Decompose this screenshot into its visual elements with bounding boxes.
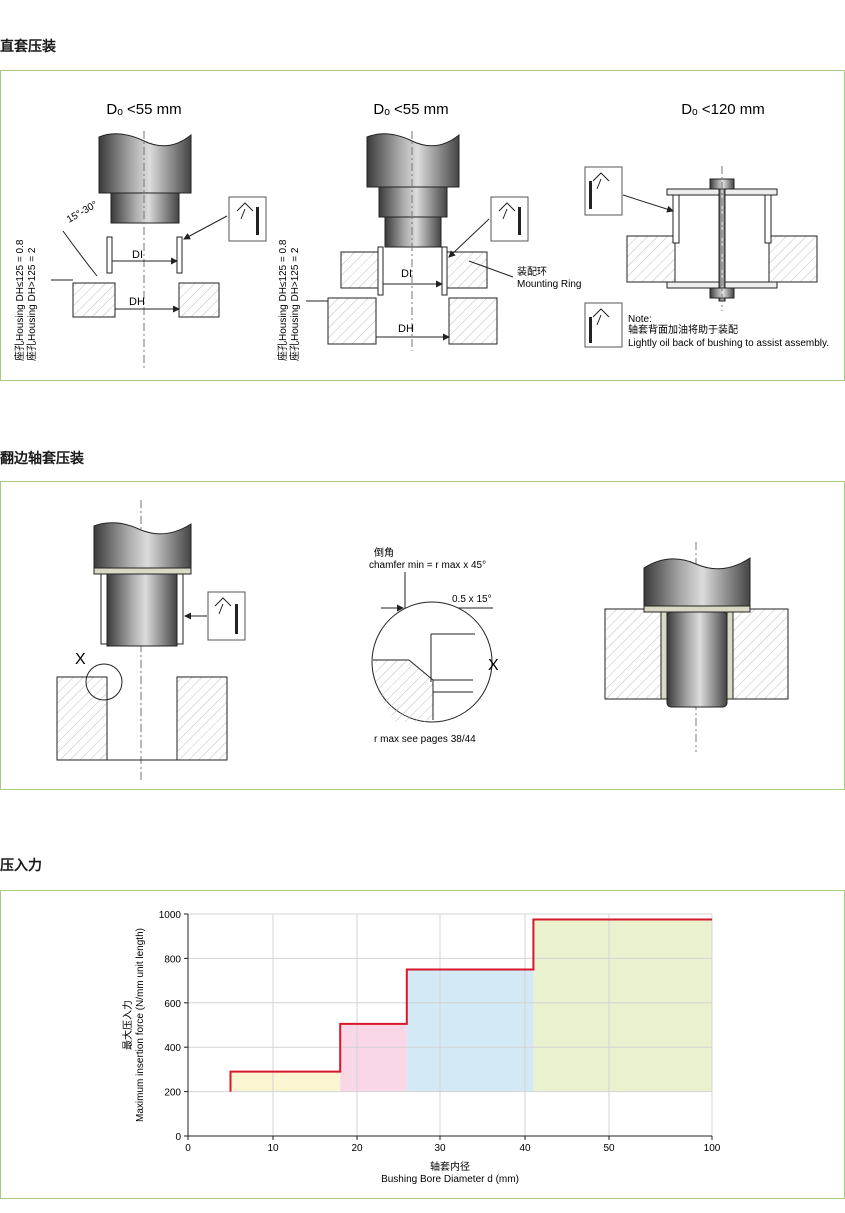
chart-ytick-label-800: 800 — [164, 954, 181, 965]
chart-band-2 — [406, 969, 534, 1092]
fig2-housing: DH — [327, 297, 498, 345]
fig3-arrow — [622, 194, 674, 213]
panel-insertion-force: 0 10 20 30 40 50 100 0 200 400 600 800 1000 轴套内径 Bu… — [0, 890, 845, 1199]
chart-xlabel-cn: 轴套内径 — [430, 1160, 470, 1173]
fig2-housing-line1: 座孔Housing DH≤125 = 0.8 — [276, 239, 289, 361]
fig3-note-cn: 轴套背面加油将助于装配 — [628, 323, 738, 336]
fig2-ring-leader — [468, 260, 514, 278]
fig1-bushing: DI — [106, 236, 183, 274]
fig2-dh-label: DH — [398, 323, 414, 335]
chart-xtick-label-40: 40 — [519, 1143, 531, 1154]
chart-xtick-label-0: 0 — [185, 1143, 191, 1154]
fig2-di-label: DI — [401, 268, 412, 280]
fig1-angle-arc — [62, 230, 98, 277]
flanged-left-oil-icon — [207, 591, 246, 641]
fig1-dh-label: DH — [129, 296, 145, 308]
fig1-press-punch — [98, 133, 192, 224]
chart-band-3 — [533, 919, 712, 1092]
fig1-oil-icon — [228, 196, 267, 242]
chart-xlabel: Bushing Bore Diameter d (mm) — [381, 1174, 519, 1185]
chart-band-1 — [340, 1023, 407, 1092]
flanged-left-detail-circle — [85, 663, 123, 701]
fig2-press-punch — [366, 133, 460, 248]
fig3-note-icon — [584, 302, 623, 348]
flanged-rmax-note: r max see pages 38/44 — [374, 734, 476, 745]
chart-ytick-label-1000: 1000 — [159, 910, 182, 921]
fig2-do-label: Dₒ <55 mm — [373, 101, 448, 118]
flanged-chamfer-cn: 倒角 — [374, 547, 394, 559]
fig3-note-en: Lightly oil back of bushing to assist as… — [628, 338, 829, 349]
straight-bushing-diagram: Dₒ <55 mm DI DH 15°-30° 座孔Housing DH≤125… — [13, 101, 829, 371]
fig2-mounting-ring: DI — [340, 246, 488, 296]
fig3-oil-icon — [584, 166, 623, 216]
chart-ytick-label-0: 0 — [175, 1132, 181, 1143]
fig3-note-title: Note: — [628, 314, 652, 325]
flanged-chamfer-en: chamfer min = r max x 45° — [369, 560, 486, 571]
chart-band-0 — [230, 1071, 341, 1092]
section-title-force: 压入力 — [0, 858, 42, 874]
fig2-ring-cn: 装配环 — [517, 265, 547, 278]
chart-xtick-label-10: 10 — [267, 1143, 279, 1154]
fig1-do-label: Dₒ <55 mm — [106, 101, 181, 118]
fig2-ring-en: Mounting Ring — [517, 279, 581, 290]
insertion-force-chart: 0 10 20 30 40 50 100 0 200 400 600 800 1000 轴套内径 Bu… — [121, 910, 721, 1185]
flanged-bushing-diagram: X 倒角 chamfer min = r max x 45° 0.5 x 15°… — [56, 500, 789, 782]
panel-straight-bushing: Dₒ <55 mm DI DH 15°-30° 座孔Housing DH≤125… — [0, 70, 845, 381]
fig2-oil-icon — [490, 196, 529, 242]
chart-ytick-label-200: 200 — [164, 1088, 181, 1099]
chart-ytick-label-600: 600 — [164, 999, 181, 1010]
fig2-housing-line2: 座孔Housing DH>125 = 2 — [288, 247, 301, 361]
fig2-arrow — [448, 218, 490, 258]
chart-series-line — [229, 918, 712, 1092]
fig3-do-label: Dₒ <120 mm — [681, 101, 765, 118]
fig1-housing-line1: 座孔Housing DH≤125 = 0.8 — [13, 239, 26, 361]
flanged-left-housing — [56, 676, 228, 761]
fig1-housing: DH — [72, 282, 220, 318]
fig1-di-label: DI — [132, 249, 143, 261]
chart-xtick-label-30: 30 — [434, 1143, 446, 1154]
fig1-angle-label: 15°-30° — [65, 199, 100, 225]
chart-xtick-label-100: 100 — [704, 1143, 721, 1154]
chart-ytick-label-400: 400 — [164, 1043, 181, 1054]
chart-xtick-label-20: 20 — [351, 1143, 363, 1154]
flanged-left-x-label: X — [75, 651, 86, 668]
chart-ylabel: Maximum insertion force (N/mm unit lengt… — [135, 928, 146, 1122]
flanged-right-assembly — [604, 557, 789, 708]
panel-flanged-bushing: X 倒角 chamfer min = r max x 45° 0.5 x 15°… — [0, 481, 845, 790]
flanged-detail-x: X — [488, 657, 499, 674]
chart-xtick-label-50: 50 — [603, 1143, 615, 1154]
flanged-left-punch — [93, 522, 192, 647]
flanged-detail-view — [371, 601, 493, 723]
fig1-arrow — [183, 215, 228, 240]
section-title-straight: 直套压装 — [0, 39, 56, 55]
chart-ylabel-cn: 最大压入力 — [121, 1000, 134, 1050]
fig1-housing-line2: 座孔Housing DH>125 = 2 — [25, 247, 38, 361]
flanged-dim-label: 0.5 x 15° — [452, 594, 492, 605]
section-title-flanged: 翻边轴套压装 — [0, 451, 84, 467]
